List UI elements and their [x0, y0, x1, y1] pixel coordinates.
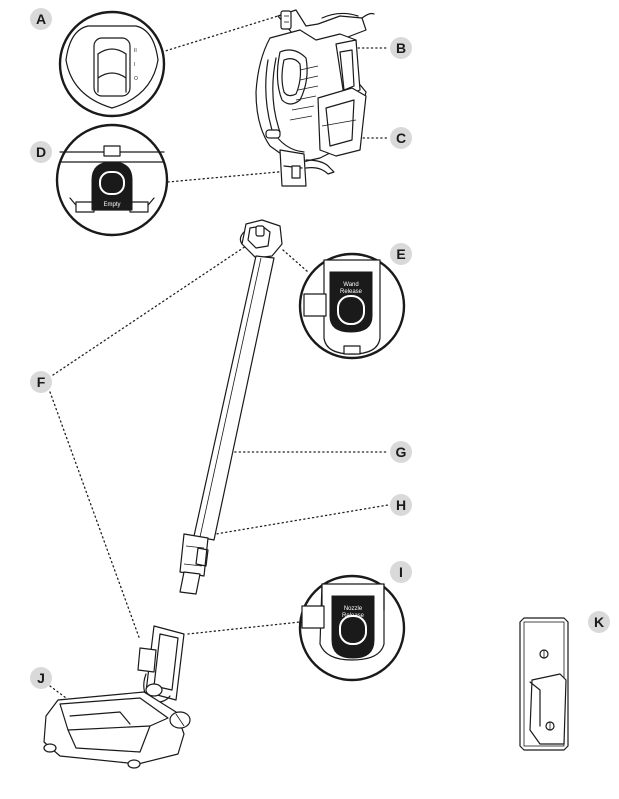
- wand-release-label-1: Wand: [343, 282, 358, 288]
- svg-text:B: B: [396, 40, 406, 56]
- svg-text:O: O: [134, 76, 138, 82]
- badge-f: F: [30, 371, 52, 393]
- svg-text:C: C: [396, 130, 406, 146]
- leader-lines: [49, 15, 389, 719]
- wand-release-label-2: Release: [340, 289, 363, 295]
- empty-button-label: Empty: [103, 202, 120, 208]
- leader-f2: [49, 391, 141, 641]
- badge-c: C: [390, 127, 412, 149]
- svg-text:I: I: [399, 564, 403, 580]
- handheld-vacuum-unit: [255, 9, 375, 187]
- svg-text:H: H: [396, 497, 406, 513]
- callout-nozzle-release: Nozzle Release: [298, 574, 406, 682]
- badge-d: D: [30, 141, 52, 163]
- leader-h: [203, 504, 389, 537]
- badge-j: J: [30, 667, 52, 689]
- floor-nozzle: [43, 625, 191, 769]
- leader-f1: [52, 245, 247, 376]
- svg-text:A: A: [36, 11, 46, 27]
- leader-a: [161, 15, 279, 53]
- leader-e: [282, 249, 309, 273]
- callout-power-switch: II I O: [58, 10, 166, 118]
- wall-mount: [519, 617, 569, 751]
- svg-text:G: G: [396, 444, 407, 460]
- callout-wand-release: Wand Release: [298, 252, 406, 360]
- callout-empty-button: Empty: [55, 123, 169, 237]
- nozzle-release-label-2: Release: [342, 613, 365, 619]
- leader-d: [167, 169, 301, 183]
- svg-text:D: D: [36, 144, 46, 160]
- svg-text:E: E: [396, 246, 405, 262]
- badge-a: A: [30, 8, 52, 30]
- badges: A B C D E F G H: [30, 8, 610, 689]
- badge-h: H: [390, 494, 412, 516]
- svg-text:J: J: [37, 670, 45, 686]
- leader-i: [187, 621, 301, 635]
- wand: [179, 219, 283, 595]
- badge-g: G: [390, 441, 412, 463]
- svg-text:II: II: [134, 48, 137, 54]
- nozzle-release-label-1: Nozzle: [344, 606, 363, 612]
- svg-text:F: F: [37, 374, 46, 390]
- svg-text:I: I: [134, 62, 135, 68]
- badge-i: I: [390, 561, 412, 583]
- badge-b: B: [390, 37, 412, 59]
- badge-k: K: [588, 611, 610, 633]
- badge-e: E: [390, 243, 412, 265]
- svg-text:K: K: [594, 614, 604, 630]
